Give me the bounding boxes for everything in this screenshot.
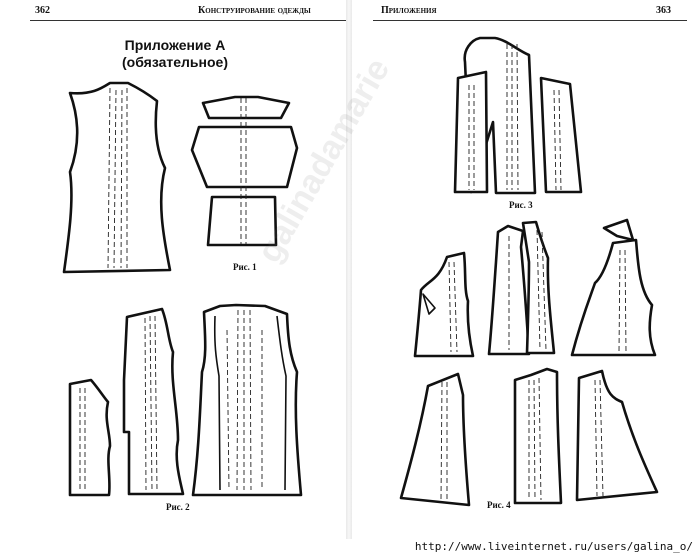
- footer-url-bar: http://www.liveinternet.ru/users/galina_…: [0, 539, 699, 555]
- figures-3-4: [399, 36, 659, 507]
- page-gutter: [346, 0, 352, 540]
- left-page: 362 Конструирование одежды Приложение А …: [0, 0, 348, 540]
- fig2-vest-pattern: [191, 303, 303, 497]
- title-line-2: (обязательное): [121, 54, 228, 70]
- right-running-title: Приложения: [381, 5, 437, 16]
- fig4-bottom-row: [399, 367, 659, 507]
- caption-fig-2: Рис. 2: [166, 502, 190, 512]
- fig2-front-long: [122, 307, 185, 496]
- caption-fig-4: Рис. 4: [487, 500, 511, 510]
- caption-fig-1: Рис. 1: [233, 262, 257, 272]
- source-url: http://www.liveinternet.ru/users/galina_…: [414, 540, 693, 553]
- right-page: Приложения 363 Рис. 3 Рис. 4: [351, 0, 699, 540]
- figures-1-2: [62, 81, 303, 497]
- left-running-title: Конструирование одежды: [198, 5, 311, 16]
- fig1-yoke-pieces: [190, 95, 299, 247]
- title-line-1: Приложение А: [124, 37, 226, 53]
- fig2-side-piece: [68, 378, 112, 497]
- fig1-front-pattern: [62, 81, 172, 274]
- page-title: Приложение А (обязательное): [100, 37, 250, 71]
- left-page-number: 362: [35, 5, 50, 16]
- caption-fig-3: Рис. 3: [509, 200, 533, 210]
- left-header-rule: [30, 20, 346, 21]
- right-header-rule: [373, 20, 687, 21]
- fig3-patterns: [453, 36, 583, 195]
- fig4-top-row: [413, 218, 657, 358]
- right-page-number: 363: [656, 5, 671, 16]
